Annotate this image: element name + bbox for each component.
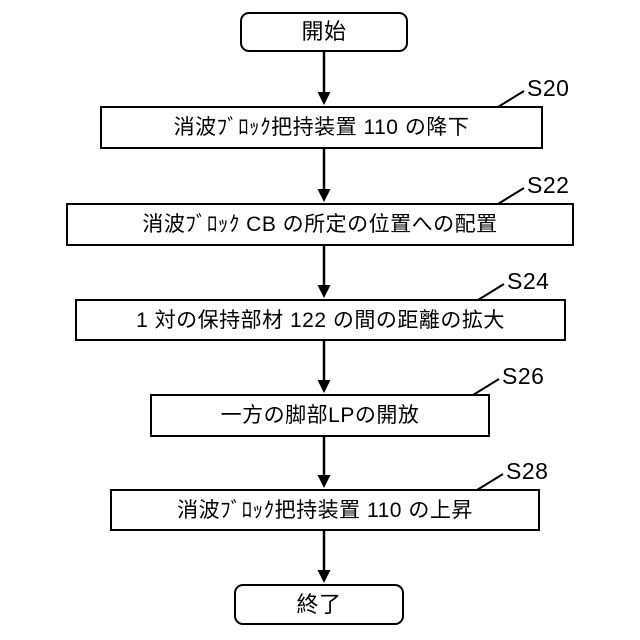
flow-node-s24: 1 対の保持部材 122 の間の距離の拡大: [75, 299, 566, 341]
step-label-s28: S28: [506, 458, 549, 484]
flow-node-start: 開始: [240, 12, 408, 52]
step-label-s26: S26: [502, 363, 545, 389]
flow-node-s20-text: 消波ﾌﾞﾛｯｸ把持装置 110 の降下: [173, 116, 470, 139]
step-label-s20: S20: [527, 75, 570, 101]
flow-node-s26-text: 一方の脚部LPの開放: [220, 404, 420, 427]
end-label: 終了: [296, 591, 342, 617]
flow-node-end: 終了: [234, 584, 404, 625]
step-label-s22: S22: [527, 172, 570, 198]
flow-node-s28-text: 消波ﾌﾞﾛｯｸ把持装置 110 の上昇: [177, 498, 473, 522]
flow-node-s22-text: 消波ﾌﾞﾛｯｸ CB の所定の位置への配置: [142, 213, 498, 236]
flow-node-s20: 消波ﾌﾞﾛｯｸ把持装置 110 の降下: [100, 106, 543, 149]
flow-node-s22: 消波ﾌﾞﾛｯｸ CB の所定の位置への配置: [66, 203, 574, 246]
flow-node-s28: 消波ﾌﾞﾛｯｸ把持装置 110 の上昇: [110, 489, 540, 531]
step-label-s24: S24: [507, 268, 550, 294]
start-label: 開始: [301, 19, 347, 44]
flow-node-s26: 一方の脚部LPの開放: [150, 394, 490, 437]
flow-node-s24-text: 1 対の保持部材 122 の間の距離の拡大: [136, 308, 505, 332]
